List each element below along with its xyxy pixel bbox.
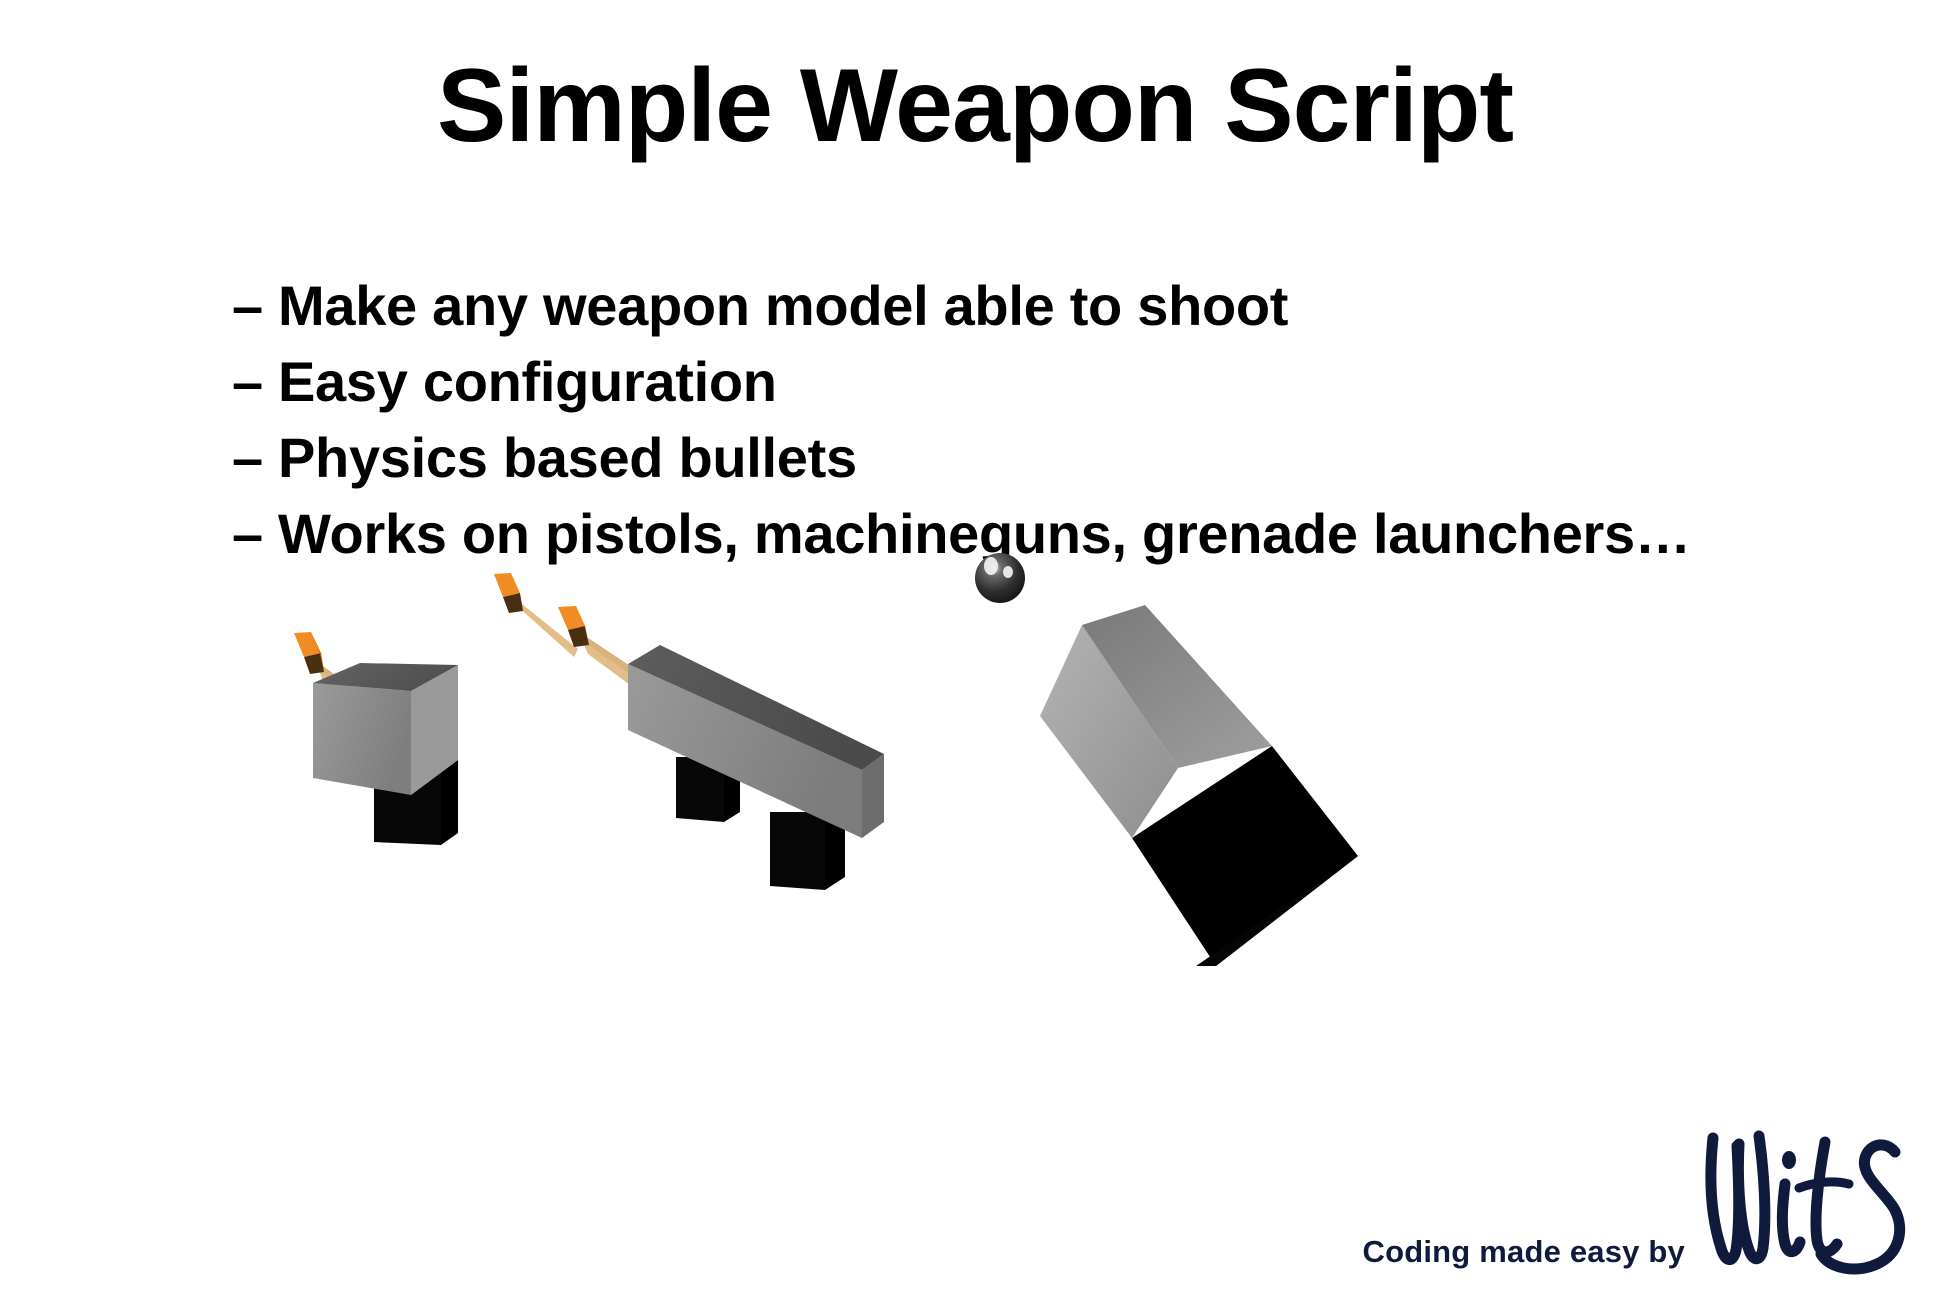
pistol-grip [374,770,441,845]
footer-branding: Coding made easy by [1362,1122,1914,1292]
bullet-trail [309,655,402,741]
page-title: Simple Weapon Script [436,48,1514,164]
list-item: – Easy configuration [232,354,1832,410]
list-item-label: Works on pistols, machineguns, grenade l… [278,502,1691,565]
grenade-launcher-side [1040,625,1178,838]
grenade-launcher-top [1082,605,1272,768]
machinegun-body-side [628,664,862,838]
list-item-label: Make any weapon model able to shoot [278,274,1289,337]
feature-bullet-list: – Make any weapon model able to shoot – … [232,278,1832,582]
wits-logo-icon [1705,1130,1906,1275]
machinegun-leg-rear [770,812,825,890]
list-item-label: Easy configuration [278,350,777,413]
machinegun-body-top [628,645,884,770]
pistol-model [294,632,458,845]
list-item: – Physics based bullets [232,430,1832,486]
bullet-dash-icon: – [232,426,264,489]
pistol-body-top [313,663,458,691]
list-item: – Make any weapon model able to shoot [232,278,1832,334]
bullet-trail [573,628,650,693]
bullet-tip-icon [294,632,324,674]
list-item: – Works on pistols, machineguns, grenade… [232,506,1832,562]
bullet-trail [512,596,578,657]
bullet-dash-icon: – [232,502,264,565]
bullet-dash-icon: – [232,350,264,413]
machinegun-model [494,573,884,890]
grenade-launcher-grip [1132,746,1358,966]
bullet-dash-icon: – [232,274,264,337]
pistol-body-side [313,683,411,795]
machinegun-leg-front [676,757,724,822]
brand-tagline: Coding made easy by [1362,1234,1685,1269]
bullet-tip-icon [558,606,589,647]
list-item-label: Physics based bullets [278,426,857,489]
grenade-launcher-model [1040,605,1358,966]
